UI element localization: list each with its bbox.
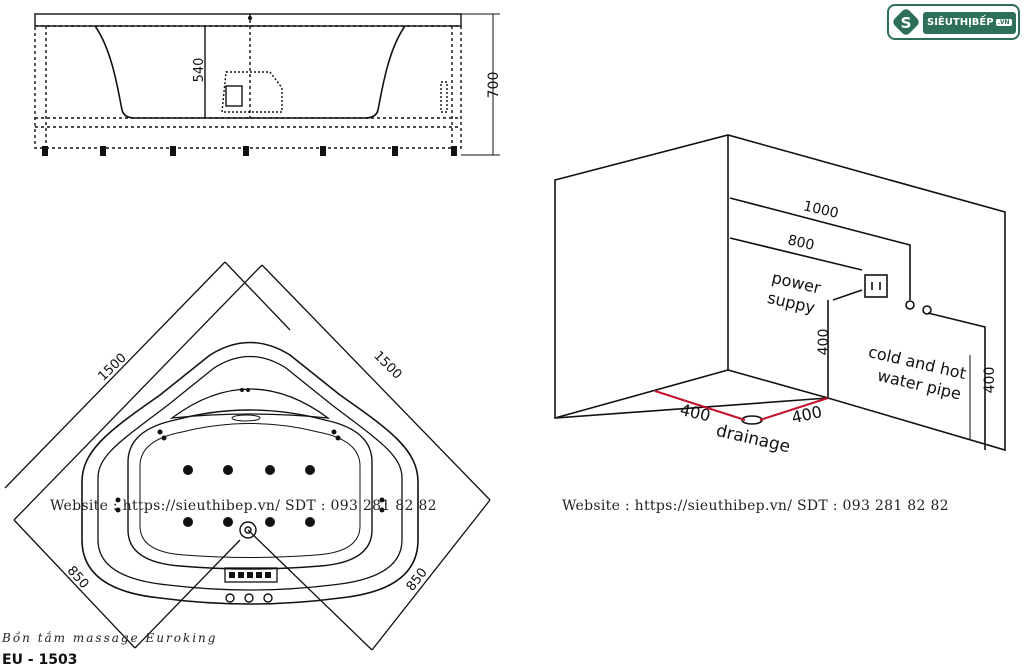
tub-shell-outline xyxy=(81,341,419,605)
drain-dim-left: 400 xyxy=(678,400,712,425)
dim-400-left: 400 xyxy=(816,329,832,356)
side-depth-label: 540 xyxy=(192,58,207,83)
tub-apron xyxy=(34,25,462,149)
dim-400-right: 400 xyxy=(982,367,998,394)
tub-basin-top xyxy=(127,409,373,570)
product-code: EU - 1503 xyxy=(2,652,78,668)
power-outlet-icon xyxy=(864,274,888,298)
cold-pipe-icon xyxy=(922,305,932,315)
watermark-right: Website : https://sieuthibep.vn/ SDT : 0… xyxy=(562,498,949,514)
side-height-label: 700 xyxy=(486,72,502,99)
brand-logo[interactable]: S SIÊUTHỊBẾP.VN xyxy=(887,4,1020,40)
pump-motor xyxy=(225,85,243,107)
logo-letter: S xyxy=(900,14,912,32)
dim-800: 800 xyxy=(786,232,816,254)
drain-label: drainage xyxy=(714,421,792,457)
drain-icon xyxy=(239,521,257,539)
drain-dim-right: 400 xyxy=(790,402,824,427)
massage-jets xyxy=(115,388,385,527)
logo-suffix: .VN xyxy=(995,19,1012,26)
product-name: Bồn tắm massage Euroking xyxy=(2,631,218,645)
logo-brand: SIÊUTHỊBẾP xyxy=(927,17,994,28)
logo-text: SIÊUTHỊBẾP.VN xyxy=(923,12,1016,34)
headrest xyxy=(169,388,331,419)
pump-unit xyxy=(221,71,283,113)
dim-1000: 1000 xyxy=(802,198,840,222)
drain-dimension-lines xyxy=(654,390,829,421)
control-panel xyxy=(224,567,278,583)
hot-pipe-icon xyxy=(905,300,915,310)
watermark-left: Website : https://sieuthibep.vn/ SDT : 0… xyxy=(50,498,437,514)
